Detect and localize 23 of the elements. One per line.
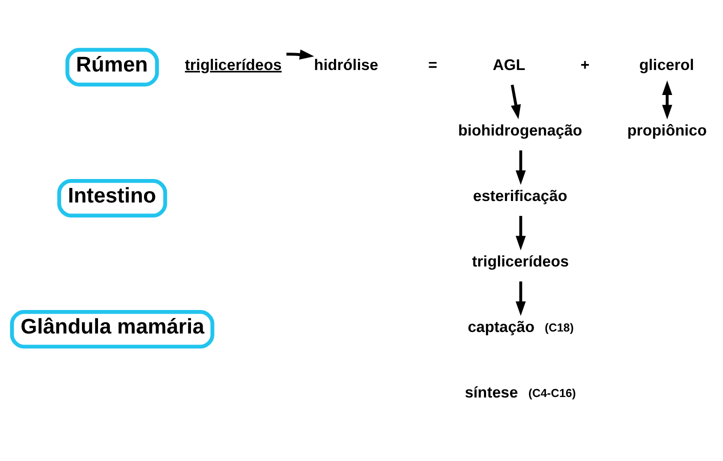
node-box: Glândula mamária — [10, 310, 214, 348]
node-text: propiônico — [627, 122, 707, 139]
node-text: hidrólise — [314, 56, 378, 74]
arrow — [516, 215, 526, 250]
node-text: AGL — [492, 56, 526, 74]
arrow — [516, 150, 526, 184]
arrow — [510, 84, 521, 119]
arrow — [662, 80, 672, 119]
arrow — [516, 280, 526, 316]
node-label: (C4-C16) — [528, 387, 576, 400]
node-label: (C18) — [544, 322, 574, 334]
node-text: triglicerídeos — [472, 252, 569, 270]
node-box: Intestino — [57, 178, 168, 218]
node-text: glicerol — [639, 56, 694, 74]
node-text: triglicerídeos — [184, 56, 282, 74]
label: = — [428, 56, 438, 74]
arrow — [286, 49, 314, 60]
node-text: captação — [468, 318, 535, 336]
node-box: Rúmen — [65, 47, 159, 86]
node-text: esterificação — [473, 187, 568, 204]
node-text: síntese — [464, 384, 518, 401]
label: + — [580, 56, 590, 74]
node-text: biohidrogenação — [458, 122, 582, 139]
